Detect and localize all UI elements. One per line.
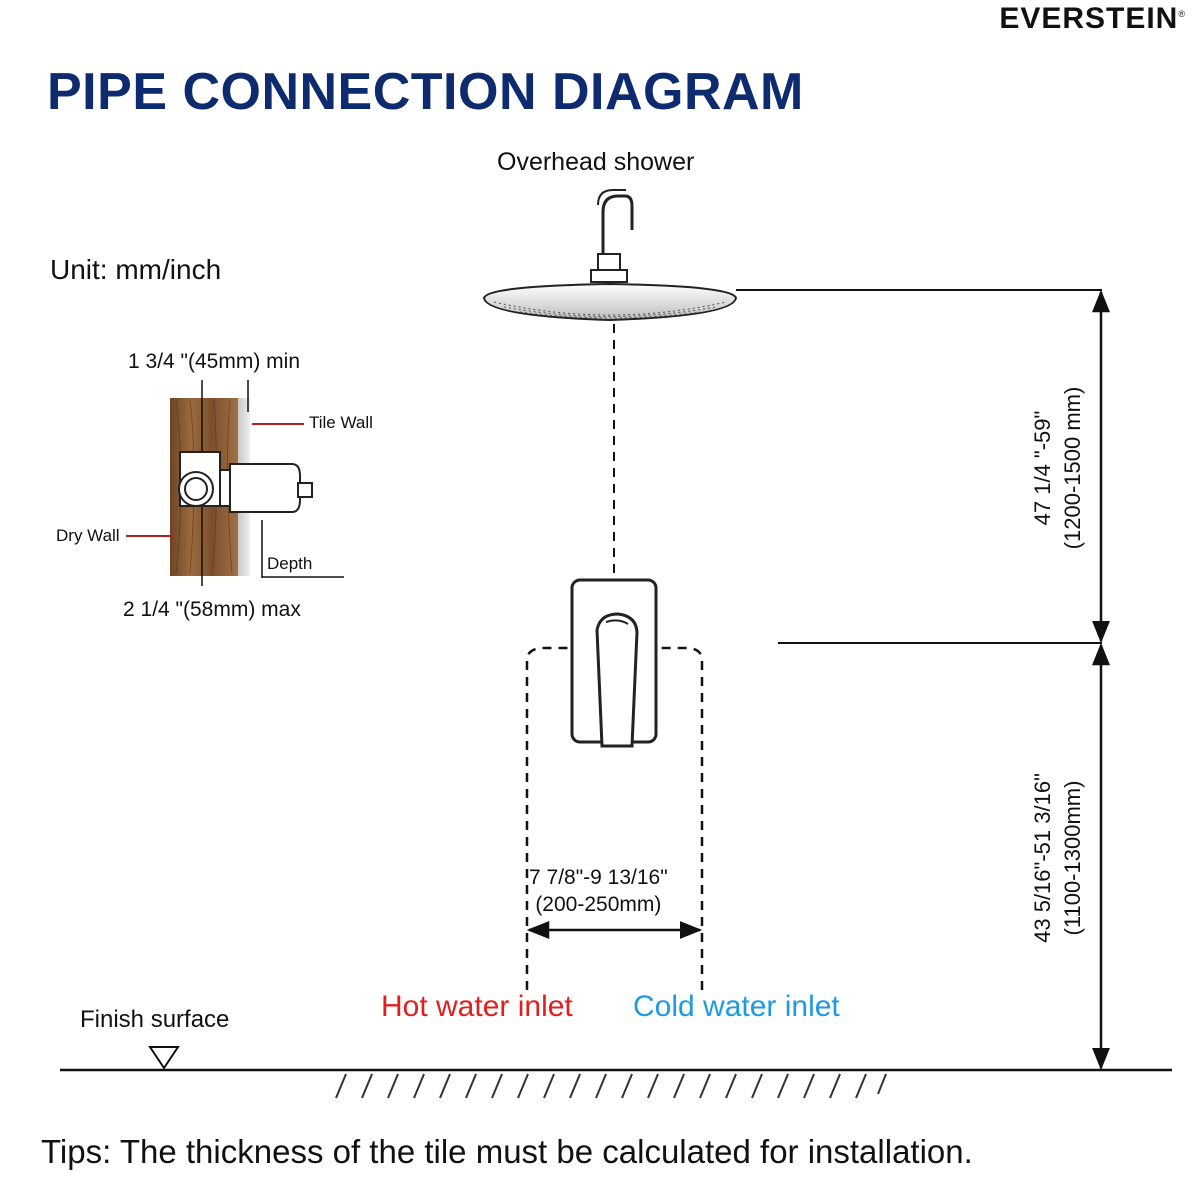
inlet-spacing-mm: (200-250mm)	[535, 893, 662, 916]
brand-logo: EVERSTEIN®	[999, 2, 1186, 36]
installation-tip: Tips: The thickness of the tile must be …	[41, 1133, 973, 1170]
max-depth-label: 2 1/4 "(58mm) max	[123, 598, 301, 621]
inlet-spacing-label: 7 7/8"-9 13/16" (200-250mm)	[529, 864, 668, 918]
registered-mark: ®	[1178, 9, 1186, 19]
hot-inlet-path	[525, 646, 572, 990]
floor-hatching	[335, 1073, 887, 1099]
shower-head-icon	[482, 189, 738, 322]
dry-wall-label: Dry Wall	[56, 526, 120, 545]
valve-height-label: 43 5/16"-51 3/16" (1100-1300mm)	[1028, 773, 1088, 943]
finish-surface-marker-icon	[148, 1046, 180, 1070]
valve-height-mm: (1100-1300mm)	[1060, 780, 1085, 936]
page-title: PIPE CONNECTION DIAGRAM	[47, 63, 804, 121]
head-height-inch: 47 1/4 "-59"	[1030, 410, 1055, 526]
cold-water-inlet-label: Cold water inlet	[633, 990, 840, 1023]
depth-label: Depth	[267, 554, 313, 573]
min-depth-label: 1 3/4 "(45mm) min	[128, 350, 300, 373]
valve-handle-icon	[570, 578, 658, 748]
head-height-mm: (1200-1500 mm)	[1060, 386, 1085, 550]
valve-detail-drawing	[126, 380, 344, 586]
head-height-label: 47 1/4 "-59" (1200-1500 mm)	[1028, 387, 1088, 550]
hot-water-inlet-label: Hot water inlet	[381, 990, 573, 1023]
finish-surface-label: Finish surface	[80, 1006, 230, 1033]
valve-height-inch: 43 5/16"-51 3/16"	[1030, 773, 1055, 943]
cold-inlet-path	[656, 646, 704, 990]
overhead-shower-label: Overhead shower	[497, 148, 695, 176]
tile-wall-label: Tile Wall	[309, 413, 373, 432]
inlet-spacing-inch: 7 7/8"-9 13/16"	[529, 866, 668, 889]
unit-label: Unit: mm/inch	[50, 254, 222, 285]
brand-name: EVERSTEIN	[999, 2, 1179, 35]
